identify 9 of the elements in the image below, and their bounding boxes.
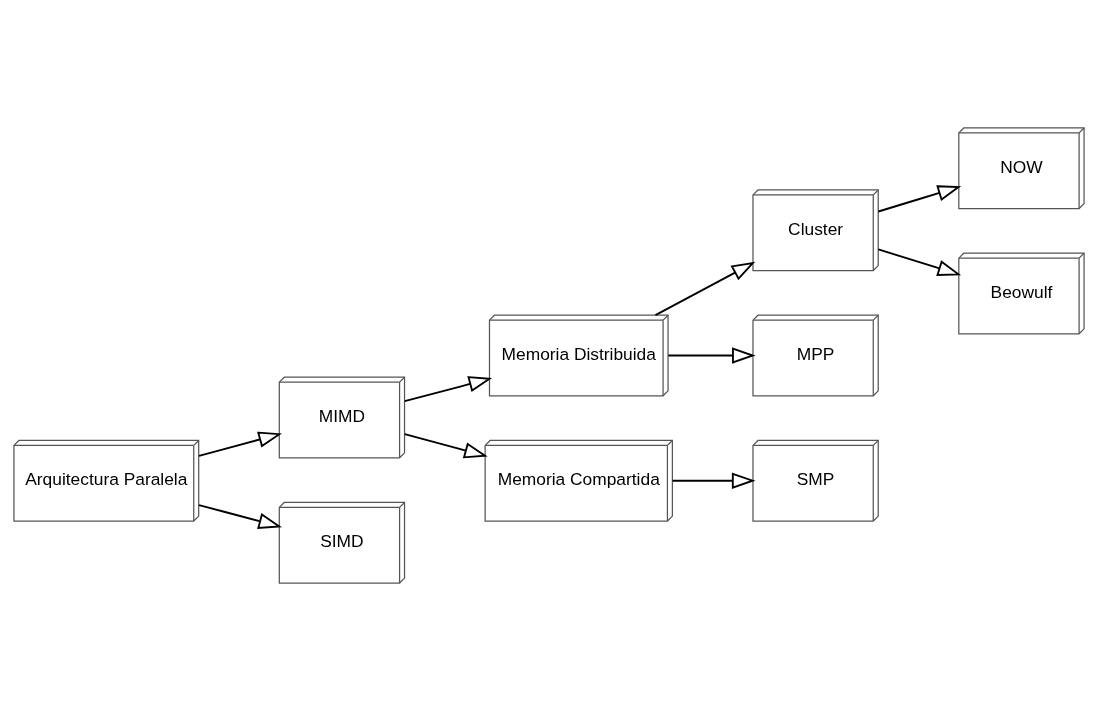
arrow [671, 472, 756, 489]
arrow [654, 261, 756, 317]
arrow [198, 431, 282, 457]
arrow [877, 185, 962, 213]
arrow [667, 347, 756, 364]
arrow [877, 248, 962, 277]
arrow [403, 376, 493, 403]
arrow [198, 504, 282, 530]
arrow [403, 433, 488, 459]
